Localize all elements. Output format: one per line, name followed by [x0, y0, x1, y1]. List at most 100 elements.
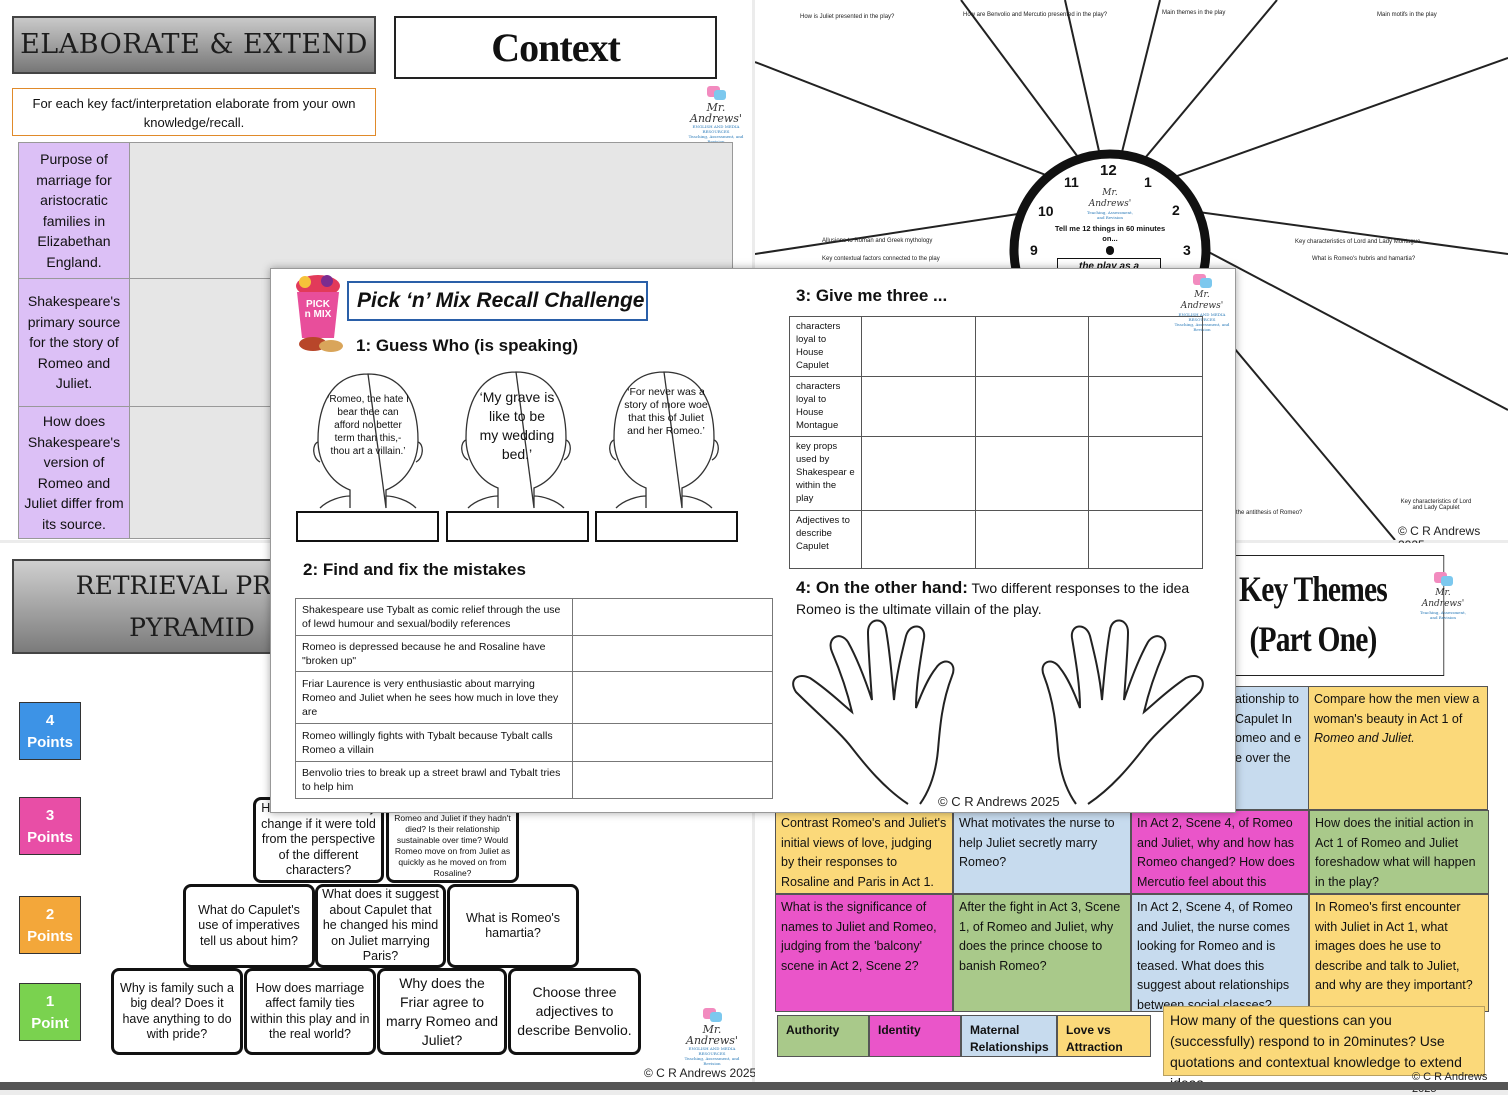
copyright: © C R Andrews 2025 [644, 1066, 757, 1080]
section-3-heading: 3: Give me three ... [796, 286, 948, 305]
clock-label: Main themes in the play [1162, 10, 1226, 16]
pyramid-question[interactable]: Choose three adjectives to describe Benv… [508, 968, 641, 1055]
mr-andrews-logo: Mr. Andrews' Teaching, Assessment, and R… [1420, 572, 1466, 620]
mistake-statement: Benvolio tries to break up a street braw… [295, 761, 573, 799]
give-label: Adjectives to describe Capulet [789, 510, 862, 569]
give-cell[interactable] [861, 376, 976, 437]
pyramid-question[interactable]: Why does the Friar agree to marry Romeo … [377, 968, 507, 1055]
clock-number: 9 [1030, 242, 1038, 258]
pnm-title: Pick ‘n’ Mix Recall Challenge [347, 281, 648, 321]
clock-label: Allusions to Roman and Greek mythology [822, 238, 933, 244]
bottom-bar [0, 1082, 1508, 1090]
clock-label: What is Romeo's hubris and hamartia? [1312, 256, 1416, 262]
fix-cell[interactable] [572, 635, 773, 672]
theme-cell[interactable]: What is the significance of names to Jul… [775, 894, 953, 1012]
mr-andrews-logo: Mr. Andrews' ENGLISH AND MEDIA RESOURCES… [684, 86, 748, 144]
legend-identity: Identity [869, 1015, 961, 1057]
hand-outlines [792, 619, 1204, 805]
clock-number: 11 [1064, 174, 1079, 190]
clock-prompt: Tell me 12 things in 60 minutes on... [1054, 224, 1166, 243]
give-cell[interactable] [1088, 436, 1203, 511]
legend-maternal: Maternal Relationships [961, 1015, 1057, 1057]
row-label: How does Shakespeare's version of Romeo … [18, 406, 130, 539]
fix-cell[interactable] [572, 598, 773, 636]
mistake-statement: Shakespeare use Tybalt as comic relief t… [295, 598, 573, 636]
clock-number: 12 [1100, 162, 1117, 179]
elaborate-instruction: For each key fact/interpretation elabora… [12, 88, 376, 136]
clock-number: 2 [1172, 202, 1180, 218]
clock-number: 3 [1183, 242, 1191, 258]
give-cell[interactable] [1088, 316, 1203, 377]
clock-label: Key contextual factors connected to the … [822, 256, 940, 262]
elaborate-extend-slide: ELABORATE & EXTEND Context For each key … [0, 0, 752, 540]
copyright: © C R Andrews 2025 [938, 794, 1060, 809]
give-label: characters loyal to House Capulet [789, 316, 862, 377]
context-heading: Context [394, 16, 717, 79]
clock-label: Main motifs in the play [1377, 12, 1437, 18]
mr-andrews-logo: Mr. Andrews' Teaching, Assessment, and R… [1087, 188, 1133, 220]
clock-number: 10 [1038, 203, 1054, 219]
guess-answer-box[interactable] [296, 511, 439, 542]
clock-label: How are Benvolio and Mercutio presented … [963, 12, 1108, 18]
guess-answer-box[interactable] [595, 511, 738, 542]
theme-cell[interactable]: In Act 2, Scene 4, of Romeo and Juliet, … [1131, 810, 1309, 894]
mistake-statement: Romeo is depressed because he and Rosali… [295, 635, 573, 672]
clock-label: the antithesis of Romeo? [1236, 510, 1303, 516]
elaborate-title: ELABORATE & EXTEND [12, 16, 376, 74]
guess-answer-box[interactable] [446, 511, 589, 542]
pyramid-question[interactable]: What is Romeo's hamartia? [447, 884, 579, 968]
give-label: key props used by Shakespear e within th… [789, 436, 862, 511]
theme-cell[interactable]: How does the initial action in Act 1 of … [1309, 810, 1489, 894]
theme-cell[interactable]: Compare how the men view a woman's beaut… [1308, 686, 1488, 810]
mistake-statement: Romeo willingly fights with Tybalt becau… [295, 723, 573, 762]
instruction-note: How many of the questions can you (succe… [1163, 1006, 1485, 1091]
give-label: characters loyal to House Montague [789, 376, 862, 437]
legend-love: Love vs Attraction [1057, 1015, 1151, 1057]
give-cell[interactable] [1088, 510, 1203, 569]
theme-cell[interactable]: What motivates the nurse to help Juliet … [953, 810, 1131, 894]
section-2-heading: 2: Find and fix the mistakes [303, 560, 526, 579]
row-label: Shakespeare's primary source for the sto… [18, 278, 130, 407]
clock-label: Key characteristics of Lord and Lady Cap… [1400, 499, 1472, 511]
sweet-cup-icon: PICK n MIX [291, 272, 345, 354]
mistakes-table: Shakespeare use Tybalt as comic relief t… [295, 598, 773, 799]
pyramid-question[interactable]: What does it suggest about Capulet that … [315, 884, 446, 968]
give-cell[interactable] [974, 436, 1090, 511]
fix-cell[interactable] [572, 723, 773, 762]
face-outlines [313, 371, 719, 509]
give-cell[interactable] [974, 510, 1090, 569]
give-cell[interactable] [974, 376, 1090, 437]
mistake-statement: Friar Laurence is very enthusiastic abou… [295, 671, 573, 724]
theme-cell[interactable]: In Act 2, Scene 4, of Romeo and Juliet, … [1131, 894, 1309, 1012]
give-cell[interactable] [974, 316, 1090, 377]
theme-cell[interactable]: Contrast Romeo's and Juliet's initial vi… [775, 810, 953, 894]
clock-label: Key characteristics of Lord and Lady Mon… [1295, 239, 1421, 245]
legend-authority: Authority [777, 1015, 869, 1057]
section-1-heading: 1: Guess Who (is speaking) [356, 336, 578, 355]
fix-cell[interactable] [572, 761, 773, 799]
pyramid-question[interactable]: Why is family such a big deal? Does it h… [111, 968, 243, 1055]
row-label: Purpose of marriage for aristocratic fam… [18, 142, 130, 279]
fix-cell[interactable] [572, 671, 773, 724]
clock-label: How is Juliet presented in the play? [800, 14, 895, 20]
mr-andrews-logo: Mr. Andrews' ENGLISH AND MEDIA RESOURCES… [680, 1008, 744, 1066]
pyramid-question[interactable]: What do Capulet's use of imperatives tel… [183, 884, 315, 968]
section-4-heading: 4: On the other hand: Two different resp… [796, 578, 1190, 617]
give-cell[interactable] [861, 510, 976, 569]
answer-cell[interactable] [129, 142, 733, 279]
clock-number: 1 [1144, 174, 1152, 190]
give-cell[interactable] [861, 436, 976, 511]
give-cell[interactable] [1088, 376, 1203, 437]
theme-cell[interactable]: After the fight in Act 3, Scene 1, of Ro… [953, 894, 1131, 1012]
theme-cell[interactable]: In Romeo's first encounter with Juliet i… [1309, 894, 1489, 1012]
quote-2: ‘My grave is like to be my wedding bed.’ [479, 389, 555, 462]
give-three-table: characters loyal to House Capulet charac… [789, 316, 1203, 569]
quote-1: ‘Romeo, the hate I bear thee can afford … [327, 394, 409, 457]
pyramid-question[interactable]: How does marriage affect family ties wit… [244, 968, 376, 1055]
give-cell[interactable] [861, 316, 976, 377]
quote-3: ‘For never was a story of more woe that … [624, 386, 708, 437]
